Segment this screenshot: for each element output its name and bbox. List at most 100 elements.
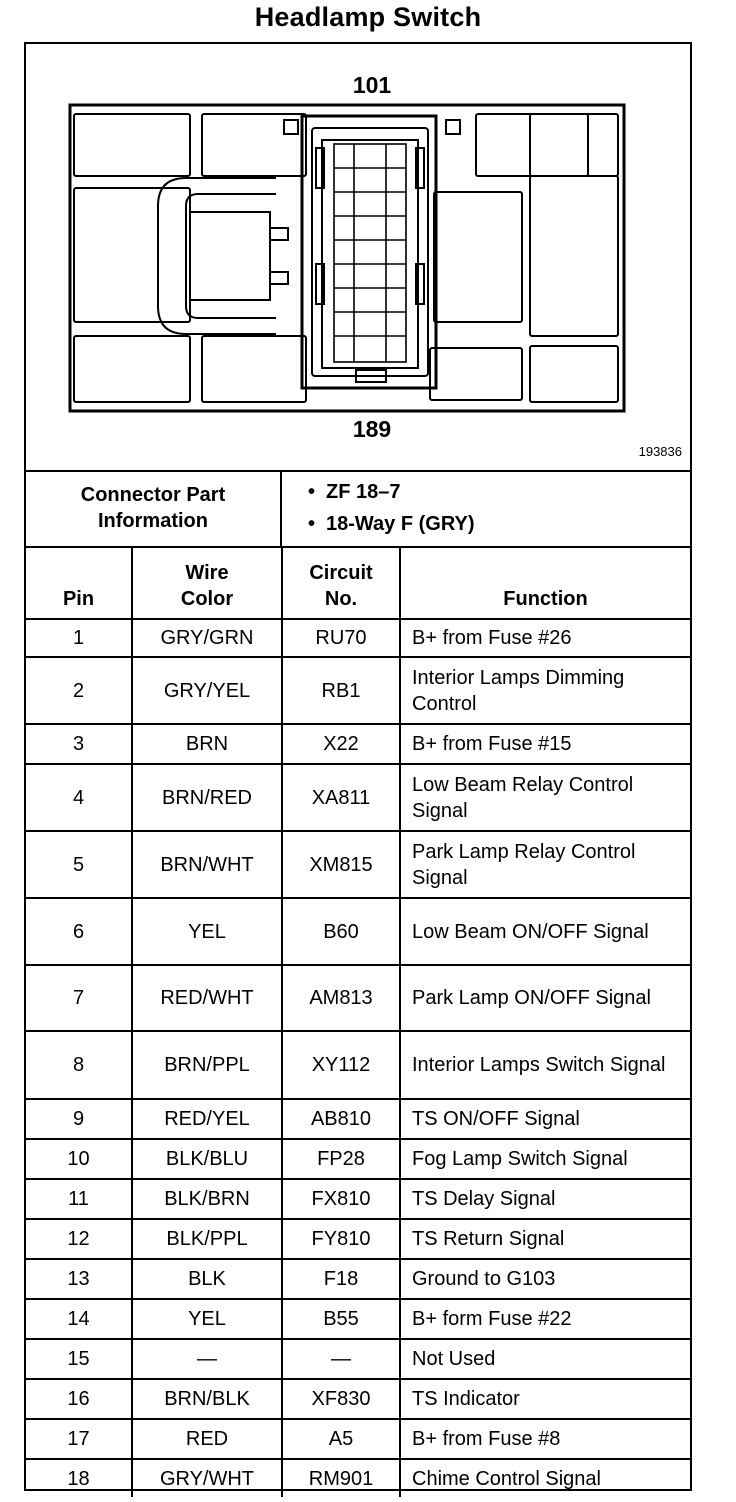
- wire-color-cell: —: [131, 1338, 283, 1380]
- pin-cell: 2: [26, 656, 133, 725]
- wire-color-cell: BLK/BLU: [131, 1138, 283, 1180]
- pin-cell: 4: [26, 763, 133, 832]
- figure-id: 193836: [638, 444, 682, 459]
- wire-color-cell: BRN/PPL: [131, 1030, 283, 1100]
- circuit-cell: A5: [281, 1418, 401, 1460]
- table-row: 18 GRY/WHT RM901 Chime Control Signal: [26, 1458, 690, 1497]
- pin-cell: 8: [26, 1030, 133, 1100]
- circuit-cell: AB810: [281, 1098, 401, 1140]
- function-cell: Park Lamp ON/OFF Signal: [399, 964, 690, 1032]
- header-circuit-line2: No.: [324, 588, 358, 610]
- circuit-cell: XY112: [281, 1030, 401, 1100]
- header-circuit-no: Circuit No.: [281, 546, 401, 620]
- pin-cell: 5: [26, 830, 133, 899]
- pin-cell: 13: [26, 1258, 133, 1300]
- wire-color-cell: BRN/BLK: [131, 1378, 283, 1420]
- circuit-cell: X22: [281, 723, 401, 765]
- top-pin-label: 101: [352, 72, 392, 98]
- function-cell: Not Used: [399, 1338, 690, 1380]
- wire-color-cell: YEL: [131, 1298, 283, 1340]
- wire-color-cell: BLK/BRN: [131, 1178, 283, 1220]
- function-cell: TS Return Signal: [399, 1218, 690, 1260]
- circuit-cell: —: [281, 1338, 401, 1380]
- table-row: 3 BRN X22 B+ from Fuse #15: [26, 723, 690, 765]
- wire-color-cell: RED/YEL: [131, 1098, 283, 1140]
- circuit-cell: B60: [281, 897, 401, 966]
- connector-part-information-label: Connector Part Information: [26, 470, 282, 546]
- function-cell: Fog Lamp Switch Signal: [399, 1138, 690, 1180]
- table-row: 6 YEL B60 Low Beam ON/OFF Signal: [26, 897, 690, 966]
- function-cell: TS Indicator: [399, 1378, 690, 1420]
- header-wire-color: Wire Color: [131, 546, 283, 620]
- function-cell: Low Beam ON/OFF Signal: [399, 897, 690, 966]
- pin-cell: 17: [26, 1418, 133, 1460]
- table-row: 8 BRN/PPL XY112 Interior Lamps Switch Si…: [26, 1030, 690, 1100]
- table-row: 7 RED/WHT AM813 Park Lamp ON/OFF Signal: [26, 964, 690, 1032]
- connector-info-item: 18-Way F (GRY): [284, 508, 684, 540]
- function-cell: Interior Lamps Dimming Control: [399, 656, 690, 725]
- connector-face-drawing: [68, 103, 626, 413]
- page-title: Headlamp Switch: [254, 2, 482, 32]
- circuit-cell: RU70: [281, 618, 401, 658]
- pin-cell: 16: [26, 1378, 133, 1420]
- circuit-cell: RM901: [281, 1458, 401, 1497]
- connector-part-information: Connector Part Information ZF 18–7 18-Wa…: [26, 470, 690, 548]
- connector-frame: 10 1: [24, 42, 692, 1497]
- wire-color-cell: GRY/WHT: [131, 1458, 283, 1497]
- header-pin: Pin: [26, 546, 133, 620]
- table-row: 13 BLK F18 Ground to G103: [26, 1258, 690, 1300]
- table-row: 1 GRY/GRN RU70 B+ from Fuse #26: [26, 618, 690, 658]
- function-cell: Low Beam Relay Control Signal: [399, 763, 690, 832]
- wire-color-cell: BRN: [131, 723, 283, 765]
- wire-color-cell: BLK/PPL: [131, 1218, 283, 1260]
- table-row: 10 BLK/BLU FP28 Fog Lamp Switch Signal: [26, 1138, 690, 1180]
- wire-color-cell: RED: [131, 1418, 283, 1460]
- circuit-cell: XA811: [281, 763, 401, 832]
- function-cell: Ground to G103: [399, 1258, 690, 1300]
- circuit-cell: RB1: [281, 656, 401, 725]
- cpi-label-line1: Connector Part: [80, 484, 226, 506]
- pin-cell: 14: [26, 1298, 133, 1340]
- header-wire-color-line2: Color: [180, 588, 234, 610]
- table-row: 12 BLK/PPL FY810 TS Return Signal: [26, 1218, 690, 1260]
- table-row: 14 YEL B55 B+ form Fuse #22: [26, 1298, 690, 1340]
- table-row: 15 — — Not Used: [26, 1338, 690, 1380]
- table-row: 5 BRN/WHT XM815 Park Lamp Relay Control …: [26, 830, 690, 899]
- circuit-cell: F18: [281, 1258, 401, 1300]
- pin-cell: 10: [26, 1138, 133, 1180]
- connector-diagram: 101: [26, 44, 690, 472]
- pin-cell: 1: [26, 618, 133, 658]
- table-row: 11 BLK/BRN FX810 TS Delay Signal: [26, 1178, 690, 1220]
- wire-color-cell: BRN/RED: [131, 763, 283, 832]
- pin-table: Pin Wire Color Circuit No. Function 1 GR…: [26, 546, 690, 1497]
- function-cell: B+ from Fuse #26: [399, 618, 690, 658]
- circuit-cell: XF830: [281, 1378, 401, 1420]
- function-cell: Interior Lamps Switch Signal: [399, 1030, 690, 1100]
- pin-cell: 7: [26, 964, 133, 1032]
- circuit-cell: AM813: [281, 964, 401, 1032]
- pin-cell: 15: [26, 1338, 133, 1380]
- pin-cell: 9: [26, 1098, 133, 1140]
- connector-info-list: ZF 18–7 18-Way F (GRY): [284, 476, 684, 540]
- pin-cell: 18: [26, 1458, 133, 1497]
- table-row: 17 RED A5 B+ from Fuse #8: [26, 1418, 690, 1460]
- header-wire-color-line1: Wire: [185, 562, 229, 584]
- circuit-cell: XM815: [281, 830, 401, 899]
- circuit-cell: B55: [281, 1298, 401, 1340]
- wire-color-cell: GRY/GRN: [131, 618, 283, 658]
- function-cell: B+ from Fuse #8: [399, 1418, 690, 1460]
- pin-cell: 6: [26, 897, 133, 966]
- circuit-cell: FP28: [281, 1138, 401, 1180]
- bottom-pin-label: 189: [352, 416, 392, 442]
- circuit-cell: FX810: [281, 1178, 401, 1220]
- wire-color-cell: BRN/WHT: [131, 830, 283, 899]
- wire-color-cell: RED/WHT: [131, 964, 283, 1032]
- header-function: Function: [399, 546, 690, 620]
- function-cell: TS Delay Signal: [399, 1178, 690, 1220]
- table-row: 16 BRN/BLK XF830 TS Indicator: [26, 1378, 690, 1420]
- circuit-cell: FY810: [281, 1218, 401, 1260]
- function-cell: TS ON/OFF Signal: [399, 1098, 690, 1140]
- header-circuit-line1: Circuit: [309, 562, 373, 584]
- cpi-label-line2: Information: [98, 510, 208, 532]
- pin-cell: 11: [26, 1178, 133, 1220]
